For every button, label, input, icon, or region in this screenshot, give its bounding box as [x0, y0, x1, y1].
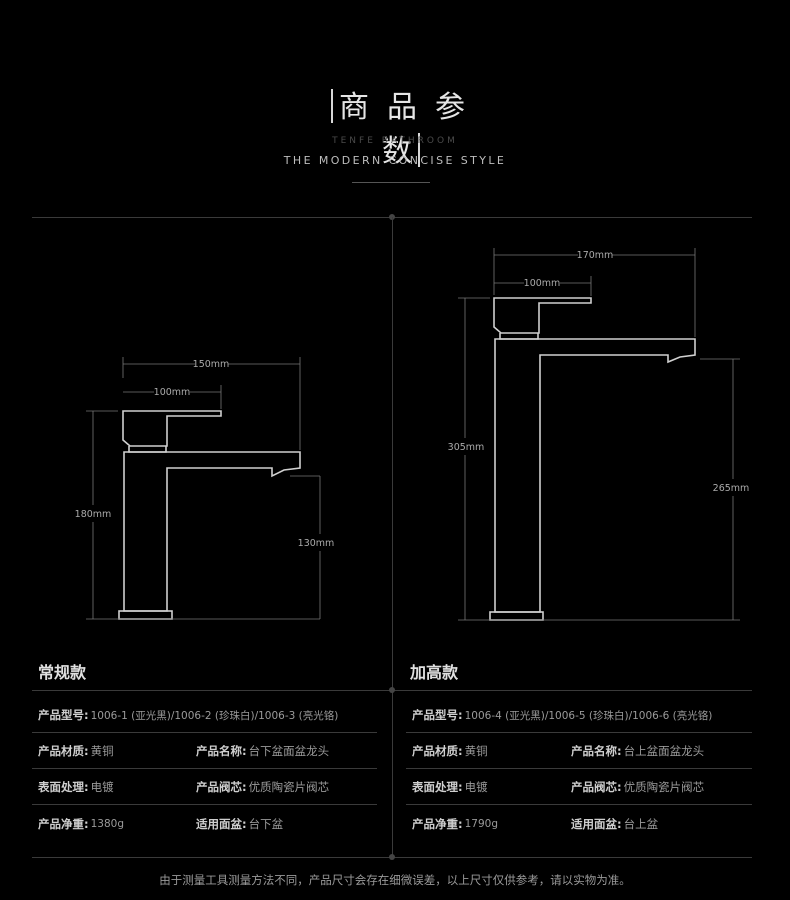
spec-label: 产品型号: [38, 708, 89, 722]
spec-value: 台上盆面盆龙头 [623, 744, 705, 758]
standard-faucet-handle [122, 410, 222, 447]
tall-faucet-collar [499, 333, 539, 340]
standard-faucet-outline [118, 410, 301, 620]
spec-label: 产品材质: [412, 744, 463, 758]
faucet-drawings: 150mm 100mm 180mm 130mm 170mm 100mm 305m… [75, 248, 750, 621]
spec-label: 产品阀芯: [196, 780, 247, 794]
spec-label: 产品型号: [412, 708, 463, 722]
spec-row-surface: 表面处理:电镀 产品阀芯:优质陶瓷片阀芯 [32, 769, 377, 805]
standard-faucet-base [118, 610, 173, 620]
spec-value: 1006-1 (亚光黑)/1006-2 (珍珠白)/1006-3 (亮光铬) [90, 709, 339, 722]
spec-label: 适用面盆: [196, 817, 247, 831]
title-char: 参 [435, 90, 483, 125]
spec-value: 台下盆面盆龙头 [248, 744, 330, 758]
section-title-tall: 加高款 [410, 663, 459, 682]
dim-label: 170mm [577, 250, 614, 261]
title-char: 品 [387, 90, 435, 125]
spec-value: 1380g [90, 818, 124, 830]
spec-value: 台下盆 [248, 817, 284, 831]
title-bar-right [418, 133, 420, 167]
spec-label: 产品名称: [571, 744, 622, 758]
dim-label: 305mm [448, 442, 485, 453]
spec-row-weight: 产品净重:1380g 适用面盆:台下盆 [32, 806, 377, 842]
dim-label: 100mm [154, 387, 191, 398]
spec-value: 1790g [464, 818, 498, 830]
spec-row-material: 产品材质:黄铜 产品名称:台上盆面盆龙头 [406, 733, 752, 769]
spec-value: 电镀 [90, 780, 114, 794]
spec-value: 台上盆 [623, 817, 659, 831]
spec-value: 黄铜 [464, 744, 488, 758]
spec-value: 黄铜 [90, 744, 114, 758]
spec-label: 适用面盆: [571, 817, 622, 831]
spec-value: 优质陶瓷片阀芯 [623, 780, 705, 794]
divider-dot-middle [389, 687, 395, 693]
standard-faucet-body [123, 451, 301, 612]
spec-row-model: 产品型号:1006-1 (亚光黑)/1006-2 (珍珠白)/1006-3 (亮… [32, 697, 377, 733]
standard-faucet-collar [128, 446, 167, 453]
divider-dot-bottom [389, 854, 395, 860]
section-title-standard: 常规款 [38, 663, 87, 682]
spec-row-weight: 产品净重:1790g 适用面盆:台上盆 [406, 806, 752, 842]
spec-row-surface: 表面处理:电镀 产品阀芯:优质陶瓷片阀芯 [406, 769, 752, 805]
spec-label: 表面处理: [412, 780, 463, 794]
dim-label: 265mm [713, 483, 750, 494]
spec-label: 表面处理: [38, 780, 89, 794]
title-char: 数 [382, 134, 430, 169]
dim-label: 150mm [193, 359, 230, 370]
spec-value: 1006-4 (亚光黑)/1006-5 (珍珠白)/1006-6 (亮光铬) [464, 709, 713, 722]
spec-row-material: 产品材质:黄铜 产品名称:台下盆面盆龙头 [32, 733, 377, 769]
title-bar-left [331, 89, 333, 123]
title-char: 商 [339, 90, 387, 125]
tall-faucet-body [494, 338, 696, 613]
dim-label: 180mm [75, 509, 112, 520]
header-divider [352, 182, 430, 183]
spec-label: 产品净重: [412, 817, 463, 831]
spec-label: 产品名称: [196, 744, 247, 758]
tall-faucet-base [489, 611, 544, 621]
brand-name: TENFE BATHROOM [332, 136, 458, 146]
spec-label: 产品材质: [38, 744, 89, 758]
dimension-lines [86, 248, 740, 621]
dim-label: 130mm [298, 538, 335, 549]
dimension-labels: 150mm 100mm 180mm 130mm 170mm 100mm 305m… [75, 250, 750, 549]
tall-faucet-outline [489, 297, 696, 621]
dim-label: 100mm [524, 278, 561, 289]
tall-faucet-handle [493, 297, 592, 334]
slogan: THE MODERN CONCISE STYLE [283, 154, 507, 167]
spec-row-model: 产品型号:1006-4 (亚光黑)/1006-5 (珍珠白)/1006-6 (亮… [406, 697, 752, 733]
spec-value: 电镀 [464, 780, 488, 794]
disclaimer-note: 由于测量工具测量方法不同，产品尺寸会存在细微误差，以上尺寸仅供参考，请以实物为准… [159, 873, 631, 887]
spec-label: 产品净重: [38, 817, 89, 831]
spec-value: 优质陶瓷片阀芯 [248, 780, 330, 794]
page-title: 商品参数 [0, 82, 790, 170]
center-divider [392, 217, 393, 857]
spec-label: 产品阀芯: [571, 780, 622, 794]
